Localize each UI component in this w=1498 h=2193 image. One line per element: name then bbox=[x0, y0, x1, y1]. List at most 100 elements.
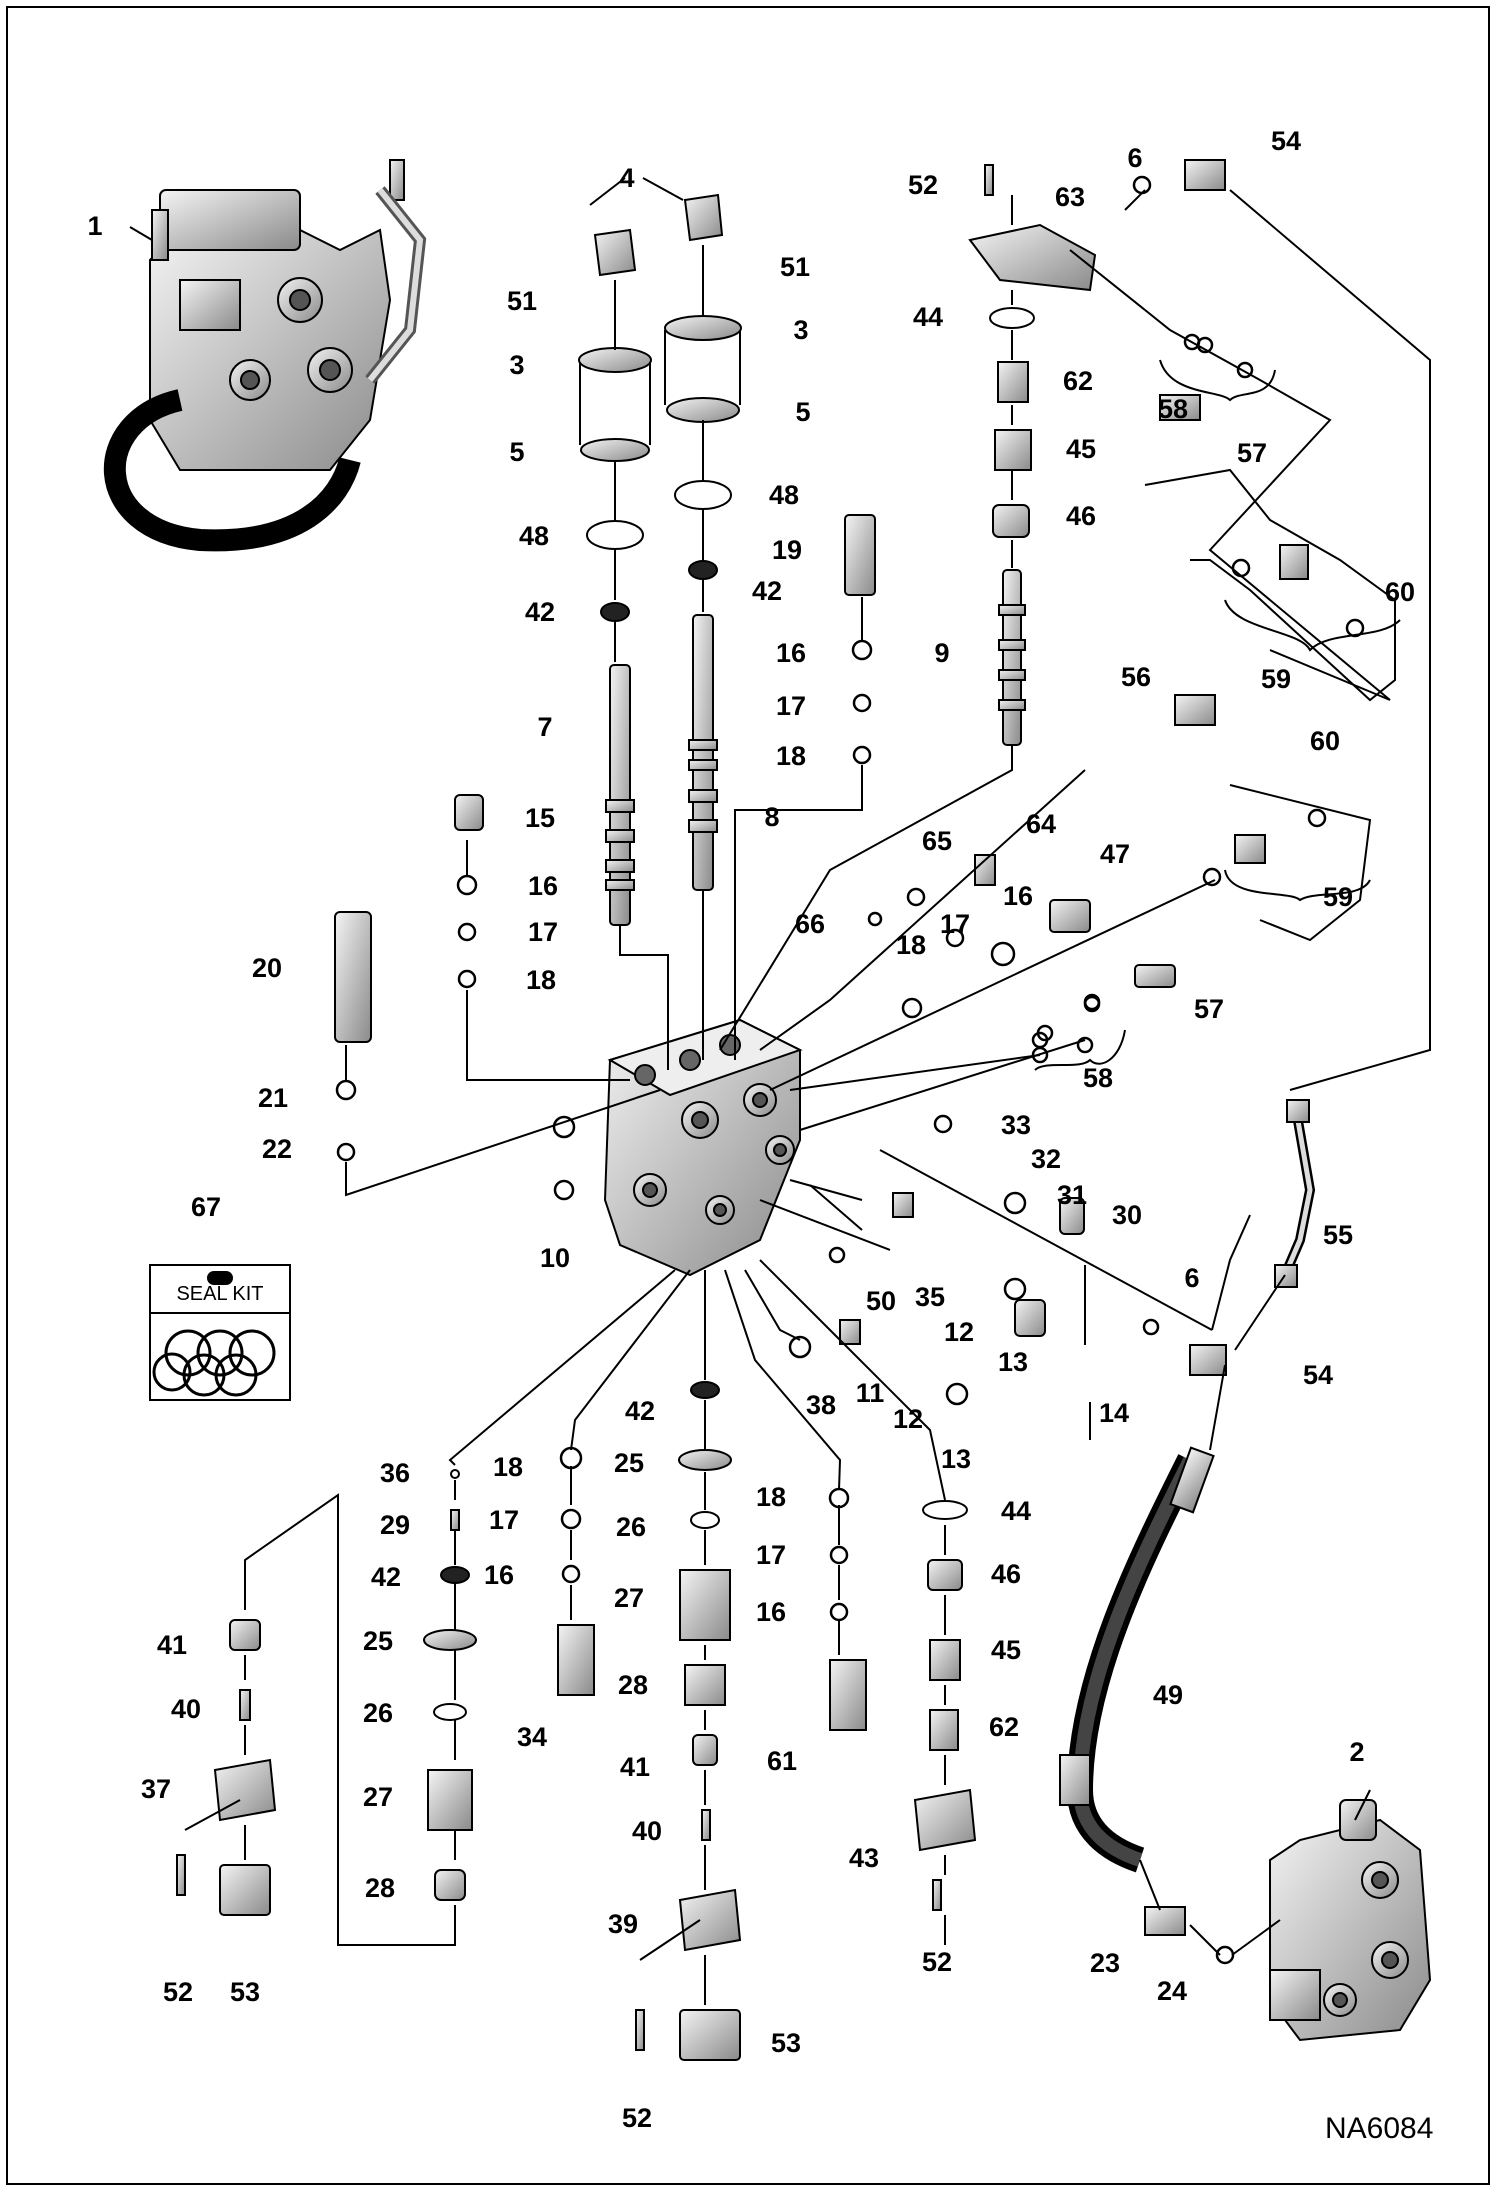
callout-49: 49 bbox=[1152, 1680, 1184, 1710]
callout-33: 33 bbox=[1000, 1110, 1032, 1140]
callout-31: 31 bbox=[1056, 1180, 1088, 1210]
callout-26: 26 bbox=[362, 1698, 394, 1728]
callout-18: 18 bbox=[525, 965, 557, 995]
callout-58: 58 bbox=[1157, 394, 1189, 424]
callout-3: 3 bbox=[793, 315, 809, 345]
callout-25: 25 bbox=[362, 1626, 394, 1656]
callout-60: 60 bbox=[1384, 577, 1416, 607]
callout-40: 40 bbox=[170, 1694, 202, 1724]
callout-20: 20 bbox=[251, 953, 283, 983]
drawing-code: NA6084 bbox=[1325, 2112, 1434, 2145]
callout-56: 56 bbox=[1120, 662, 1152, 692]
cap-stack-left bbox=[578, 228, 652, 622]
callout-15: 15 bbox=[524, 803, 556, 833]
seal-kit-label: SEAL KIT bbox=[176, 1283, 264, 1305]
callout-35: 35 bbox=[914, 1282, 946, 1312]
callout-17: 17 bbox=[939, 909, 971, 939]
bottom-mid-left-column bbox=[423, 1469, 477, 1901]
callout-16: 16 bbox=[527, 871, 559, 901]
callout-45: 45 bbox=[990, 1635, 1022, 1665]
callout-64: 64 bbox=[1025, 809, 1057, 839]
spool-7 bbox=[605, 664, 635, 926]
callout-6: 6 bbox=[1184, 1263, 1200, 1293]
callout-17: 17 bbox=[488, 1505, 520, 1535]
callout-18: 18 bbox=[895, 930, 927, 960]
callout-41: 41 bbox=[619, 1752, 651, 1782]
callout-61: 61 bbox=[766, 1746, 798, 1776]
callout-16: 16 bbox=[775, 638, 807, 668]
callout-5: 5 bbox=[795, 397, 811, 427]
callout-67: 67 bbox=[190, 1192, 222, 1222]
leader-lines bbox=[129, 177, 1431, 2005]
callout-1: 1 bbox=[87, 211, 103, 241]
callout-39: 39 bbox=[607, 1909, 639, 1939]
callout-52: 52 bbox=[621, 2103, 653, 2133]
callout-54: 54 bbox=[1270, 126, 1302, 156]
callout-26: 26 bbox=[615, 1512, 647, 1542]
callout-42: 42 bbox=[370, 1562, 402, 1592]
callout-60: 60 bbox=[1309, 726, 1341, 756]
callout-44: 44 bbox=[912, 302, 944, 332]
diagram-border bbox=[6, 6, 1490, 2185]
callout-57: 57 bbox=[1236, 438, 1268, 468]
callout-52: 52 bbox=[921, 1947, 953, 1977]
small-parts bbox=[334, 159, 1309, 1936]
callout-57: 57 bbox=[1193, 994, 1225, 1024]
bottom-right-column bbox=[557, 1500, 977, 1911]
callout-59: 59 bbox=[1260, 664, 1292, 694]
callout-28: 28 bbox=[364, 1873, 396, 1903]
callout-23: 23 bbox=[1089, 1948, 1121, 1978]
callout-13: 13 bbox=[940, 1444, 972, 1474]
o-rings bbox=[335, 175, 1365, 1965]
callout-62: 62 bbox=[988, 1712, 1020, 1742]
callout-40: 40 bbox=[631, 1816, 663, 1846]
callout-41: 41 bbox=[156, 1630, 188, 1660]
callout-45: 45 bbox=[1065, 434, 1097, 464]
callout-22: 22 bbox=[261, 1134, 293, 1164]
bottom-left-column bbox=[176, 1619, 277, 1916]
callout-12: 12 bbox=[892, 1404, 924, 1434]
callout-8: 8 bbox=[764, 802, 780, 832]
callout-2: 2 bbox=[1349, 1737, 1365, 1767]
callout-27: 27 bbox=[362, 1782, 394, 1812]
callout-37: 37 bbox=[140, 1774, 172, 1804]
callout-4: 4 bbox=[619, 163, 635, 193]
callout-36: 36 bbox=[379, 1458, 411, 1488]
callout-27: 27 bbox=[613, 1583, 645, 1613]
callout-3: 3 bbox=[509, 350, 525, 380]
callout-14: 14 bbox=[1098, 1398, 1130, 1428]
callout-44: 44 bbox=[1000, 1496, 1032, 1526]
spool-9 bbox=[998, 569, 1026, 746]
callout-53: 53 bbox=[770, 2028, 802, 2058]
valve-body-10 bbox=[603, 1018, 803, 1277]
valve-assembly-2 bbox=[1269, 1799, 1432, 2042]
seal-kit-box bbox=[149, 1264, 291, 1401]
callout-25: 25 bbox=[613, 1448, 645, 1478]
callout-43: 43 bbox=[848, 1843, 880, 1873]
spool-8 bbox=[688, 614, 718, 891]
callout-66: 66 bbox=[794, 909, 826, 939]
callout-6: 6 bbox=[1127, 143, 1143, 173]
callout-53: 53 bbox=[229, 1977, 261, 2007]
callout-52: 52 bbox=[907, 170, 939, 200]
callout-62: 62 bbox=[1062, 366, 1094, 396]
callout-18: 18 bbox=[775, 741, 807, 771]
callout-46: 46 bbox=[1065, 501, 1097, 531]
callout-10: 10 bbox=[539, 1243, 571, 1273]
callout-48: 48 bbox=[518, 521, 550, 551]
callout-17: 17 bbox=[527, 917, 559, 947]
cap-stack-right bbox=[664, 193, 742, 580]
callout-48: 48 bbox=[768, 480, 800, 510]
callout-50: 50 bbox=[865, 1286, 897, 1316]
callout-30: 30 bbox=[1111, 1200, 1143, 1230]
callout-65: 65 bbox=[921, 826, 953, 856]
callout-19: 19 bbox=[771, 535, 803, 565]
callout-12: 12 bbox=[943, 1317, 975, 1347]
callout-38: 38 bbox=[805, 1390, 837, 1420]
callout-16: 16 bbox=[483, 1560, 515, 1590]
callout-28: 28 bbox=[617, 1670, 649, 1700]
callout-34: 34 bbox=[516, 1722, 548, 1752]
callout-51: 51 bbox=[506, 286, 538, 316]
callout-47: 47 bbox=[1099, 839, 1131, 869]
